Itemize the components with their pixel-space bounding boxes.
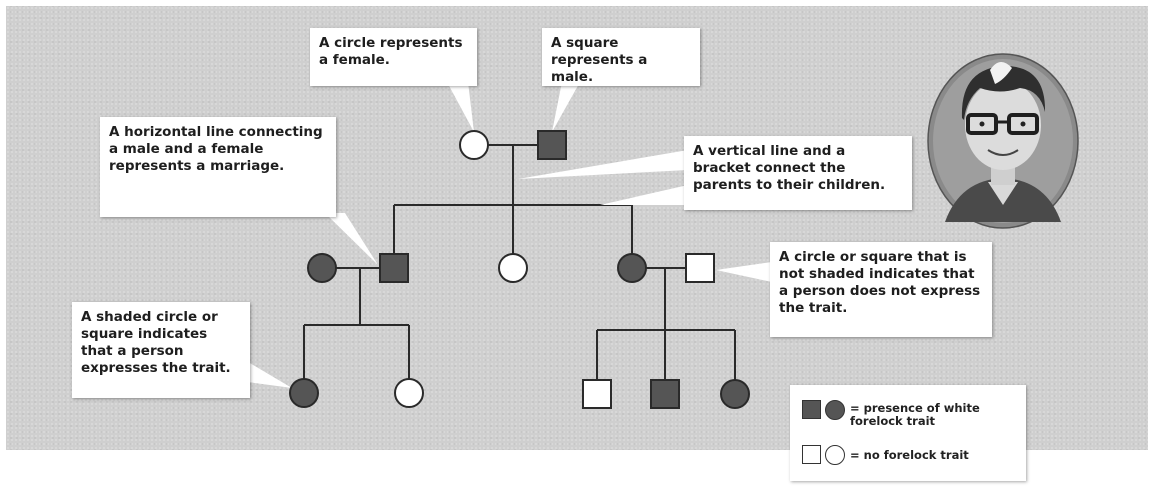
legend-unshaded-square-icon [802, 445, 821, 464]
legend-unaffected-row: = no forelock trait [802, 445, 1010, 465]
pointer-circle [447, 82, 474, 132]
grandchild-1-affected [289, 378, 319, 408]
legend: = presence of white forelock trait = no … [790, 385, 1026, 481]
pointer-shaded [248, 362, 292, 388]
grandchild-4-affected [650, 379, 680, 409]
pointer-square [552, 82, 580, 132]
character-portrait [927, 53, 1079, 229]
pointer-unshaded [716, 262, 772, 282]
callout-square-male: A square represents a male. [542, 28, 700, 86]
grandmother-unaffected [459, 130, 489, 160]
grandfather-affected [537, 130, 567, 160]
legend-shaded-square-icon [802, 400, 821, 419]
callout-unshaded: A circle or square that is not shaded in… [770, 242, 992, 337]
callout-circle-female: A circle represents a female. [310, 28, 477, 86]
callout-shaded: A shaded circle or square indicates that… [72, 302, 250, 398]
grandchild-2-unaffected [394, 378, 424, 408]
legend-unshaded-circle-icon [825, 445, 845, 465]
legend-unaffected-label: = no forelock trait [850, 448, 969, 462]
daughter-affected [617, 253, 647, 283]
legend-shaded-circle-icon [825, 400, 845, 420]
pointer-vertical-1 [518, 150, 688, 179]
legend-affected-row: = presence of white forelock trait [802, 400, 1010, 428]
callout-vertical-bracket: A vertical line and a bracket connect th… [684, 136, 912, 210]
grandchild-3-unaffected [582, 379, 612, 409]
son-in-law-unaffected [685, 253, 715, 283]
relationship-lines [303, 144, 736, 380]
daughter-unaffected [498, 253, 528, 283]
individuals [289, 130, 750, 409]
callout-pointers [248, 82, 772, 388]
legend-affected-label: = presence of white forelock trait [850, 401, 980, 428]
callout-horizontal-line: A horizontal line connecting a male and … [100, 117, 336, 217]
daughter-in-law-affected [307, 253, 337, 283]
grandchild-5-affected [720, 379, 750, 409]
son-affected [379, 253, 409, 283]
pointer-vertical-2 [600, 185, 688, 205]
pointer-horizontal [325, 213, 378, 265]
